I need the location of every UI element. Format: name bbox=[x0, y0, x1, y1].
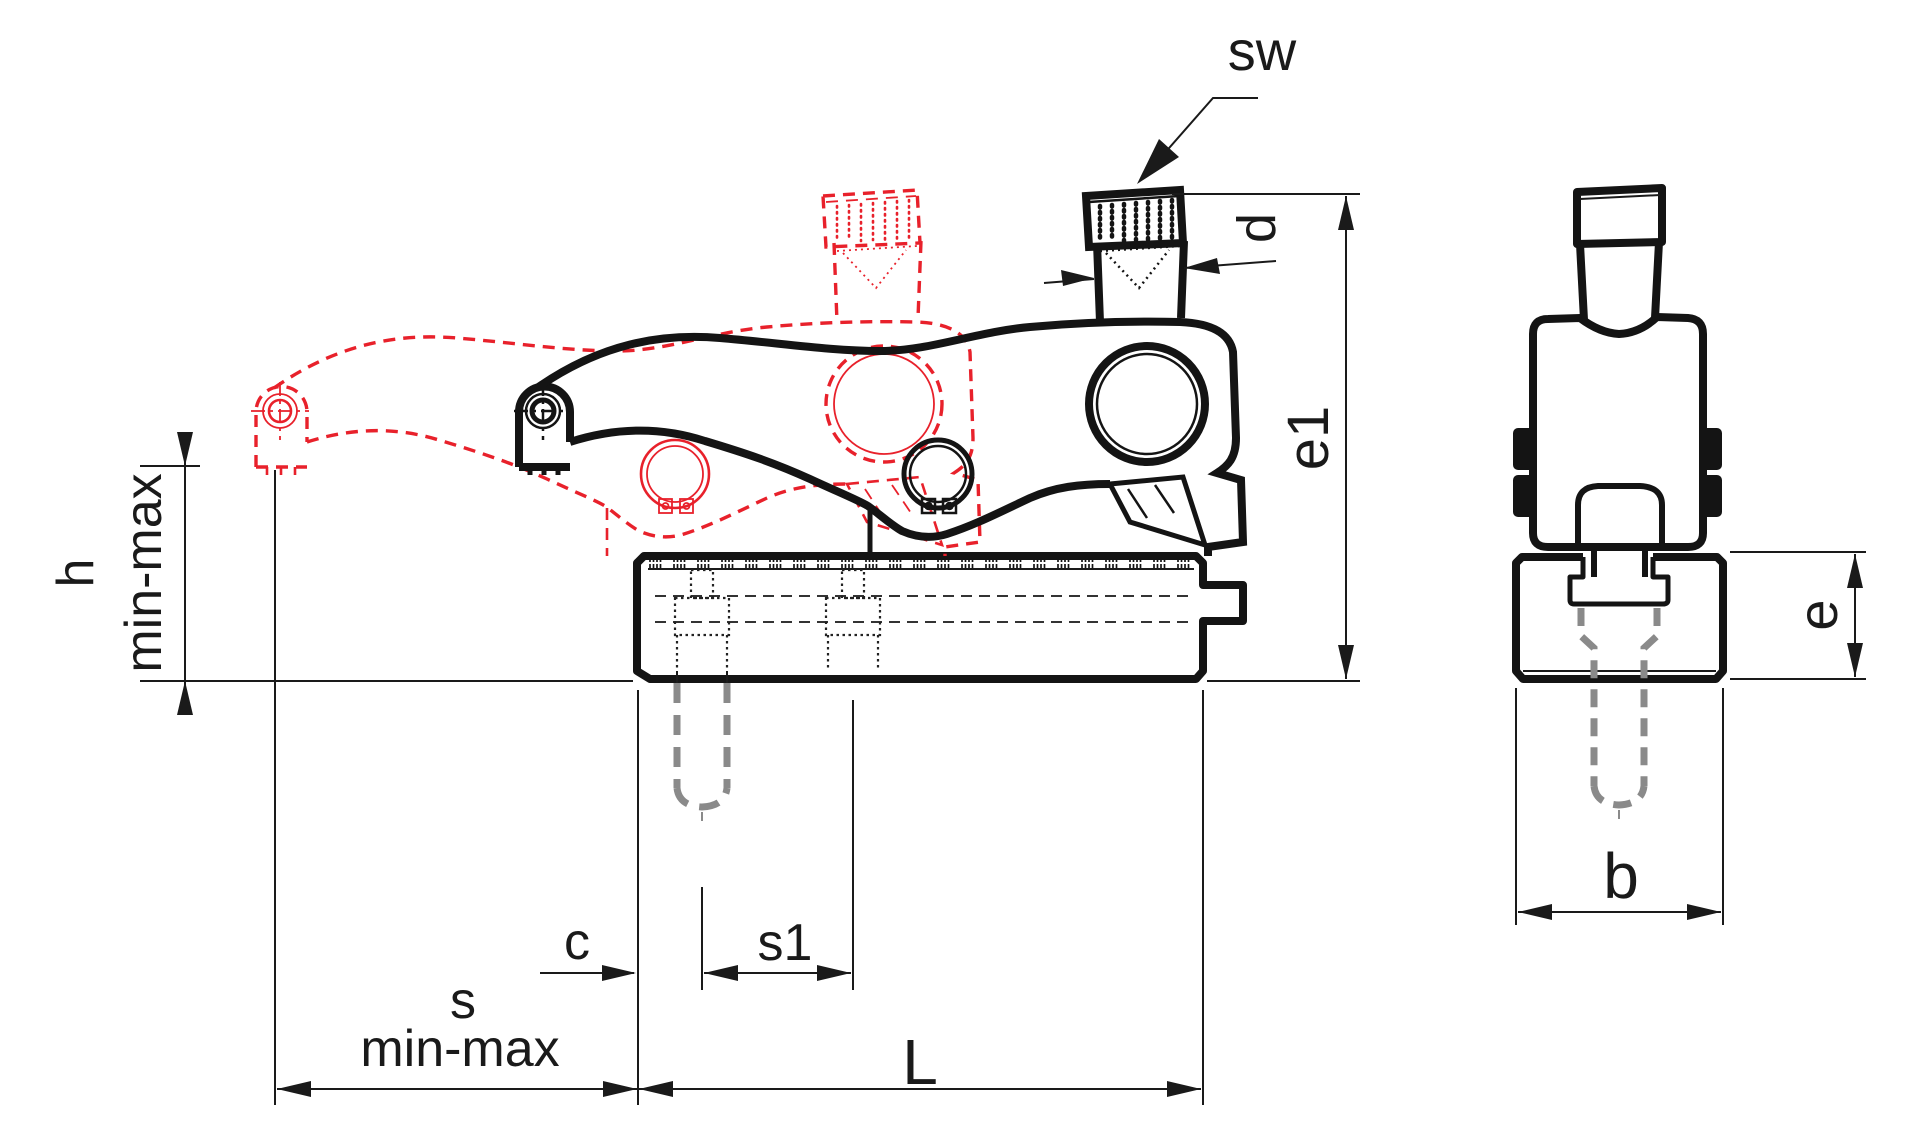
clamp-arm-phantom-position bbox=[251, 190, 980, 556]
rail-hidden-lines bbox=[655, 595, 1190, 623]
dim-label-e1: e1 bbox=[1276, 406, 1341, 471]
dim-s: s min-max bbox=[274, 470, 639, 1105]
side-tabs bbox=[1513, 428, 1722, 517]
t-slot-hidden-profile-2 bbox=[824, 568, 882, 671]
dim-label-c: c bbox=[564, 913, 590, 971]
t-nut-neck bbox=[1591, 547, 1648, 577]
dim-e1: e1 bbox=[1172, 193, 1360, 682]
dim-L: L bbox=[639, 690, 1204, 1105]
base-rail bbox=[633, 552, 1247, 688]
dim-label-e: e bbox=[1786, 599, 1849, 630]
dim-label-sw: sw bbox=[1228, 19, 1297, 82]
dim-label-h-range: min-max bbox=[115, 473, 173, 672]
dim-c: c bbox=[540, 913, 636, 981]
dim-sw: sw bbox=[1137, 19, 1297, 184]
side-screw-head bbox=[1573, 184, 1666, 248]
side-t-slot bbox=[1567, 557, 1671, 607]
clamping-stud-hidden bbox=[673, 683, 731, 811]
t-nut-dome bbox=[1575, 483, 1665, 547]
side-view bbox=[1512, 184, 1727, 819]
dim-label-s-range: min-max bbox=[360, 1020, 559, 1078]
dim-b: b bbox=[1515, 688, 1724, 925]
dim-d: d bbox=[1043, 213, 1287, 286]
side-screw-shank bbox=[1576, 241, 1663, 321]
side-base bbox=[1512, 553, 1727, 683]
dim-label-L: L bbox=[902, 1026, 938, 1098]
dim-label-s1: s1 bbox=[758, 914, 813, 972]
dim-s1: s1 bbox=[701, 700, 854, 990]
dim-e: e bbox=[1730, 551, 1866, 680]
side-stud-hidden bbox=[1577, 608, 1661, 809]
dim-label-h: h bbox=[47, 559, 105, 588]
sw-leader-arrow bbox=[1137, 139, 1179, 184]
side-body bbox=[1529, 313, 1707, 551]
t-slot-hidden-profile-1 bbox=[673, 568, 731, 671]
rail-serration bbox=[648, 557, 1194, 568]
dim-h: h min-max bbox=[47, 432, 633, 715]
dim-label-s: s bbox=[450, 972, 476, 1030]
dim-label-d: d bbox=[1227, 213, 1287, 243]
dim-label-b: b bbox=[1603, 840, 1639, 912]
